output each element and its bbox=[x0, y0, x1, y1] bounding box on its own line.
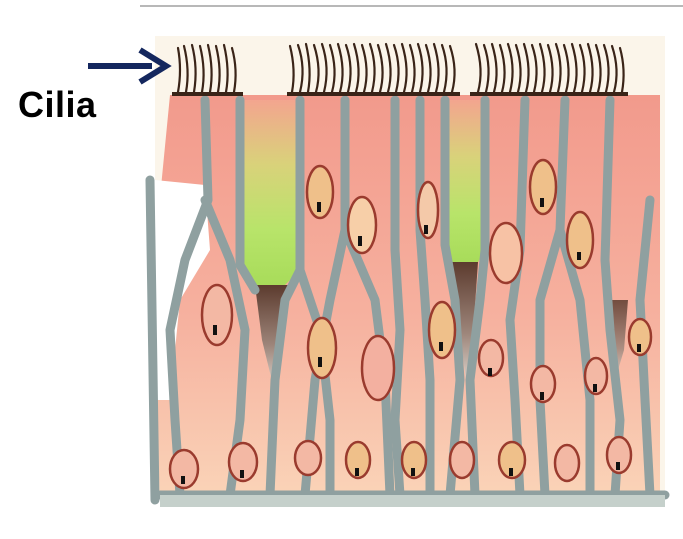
goblet-cell-right bbox=[445, 100, 485, 262]
nucleus bbox=[490, 223, 522, 283]
basement-membrane bbox=[160, 495, 665, 507]
nucleus bbox=[295, 441, 321, 475]
goblet-cell-left bbox=[240, 100, 300, 285]
cilia-label: Cilia bbox=[18, 84, 97, 126]
arrow-icon bbox=[88, 50, 166, 82]
nucleus bbox=[202, 285, 232, 345]
nucleus bbox=[450, 442, 474, 478]
nucleus bbox=[555, 445, 579, 481]
nucleus bbox=[308, 318, 336, 378]
nucleus bbox=[362, 336, 394, 400]
